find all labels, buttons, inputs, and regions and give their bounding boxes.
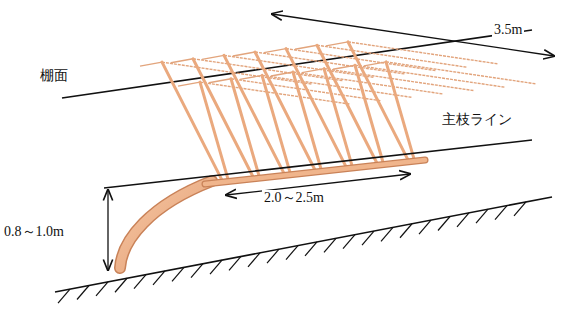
cane-stub: [364, 62, 386, 66]
hatch-stroke: [286, 246, 298, 260]
trunk-outline: [120, 181, 212, 268]
shoot: [293, 72, 321, 169]
hatch-stroke: [172, 267, 184, 281]
lateral-cane: [348, 42, 498, 64]
hatch-stroke: [229, 256, 241, 270]
hatch-stroke: [115, 278, 127, 292]
hatch-stroke: [191, 264, 203, 278]
main-branch-line: [104, 140, 532, 188]
hatch-stroke: [58, 289, 70, 303]
shoot: [355, 65, 383, 162]
cane-stub: [140, 62, 162, 66]
cane-stub: [178, 82, 200, 86]
hatch-stroke: [495, 206, 507, 220]
shoot: [224, 55, 284, 173]
cane-stub: [209, 79, 231, 83]
cane-stub: [171, 59, 193, 63]
dimension-arrow: [272, 14, 554, 56]
cane-stub: [233, 52, 255, 56]
dimension-label: 0.8～1.0m: [2, 224, 66, 240]
hatch-stroke: [305, 242, 317, 256]
hatch-stroke: [400, 224, 412, 238]
hatch-stroke: [457, 213, 469, 227]
shoot: [193, 59, 253, 177]
hatch-stroke: [77, 286, 89, 300]
cane-stub: [271, 72, 293, 76]
hatch-stroke: [134, 275, 146, 289]
dimension-label: 3.5m: [492, 22, 524, 38]
trunk: [120, 181, 212, 268]
hatch-stroke: [514, 202, 526, 216]
hatch-stroke: [438, 216, 450, 230]
shoot: [286, 49, 346, 167]
cane-stub: [333, 65, 355, 69]
hatch-stroke: [362, 231, 374, 245]
lateral-cane: [386, 62, 536, 84]
cane-stub: [295, 45, 317, 49]
cane-stub: [326, 42, 348, 46]
dimension-arrow: [107, 190, 108, 270]
shoot: [231, 79, 259, 176]
cane-stub: [302, 69, 324, 73]
hatch-stroke: [343, 235, 355, 249]
shoot: [162, 62, 222, 180]
shoot: [200, 82, 228, 179]
hatch-stroke: [267, 249, 279, 263]
dimension-label: 2.0～2.5m: [262, 190, 326, 206]
hatch-stroke: [210, 260, 222, 274]
hatch-stroke: [381, 227, 393, 241]
shoot: [262, 75, 290, 172]
shoot: [255, 52, 315, 170]
shoot: [348, 42, 408, 160]
hatch-stroke: [153, 271, 165, 285]
shoot: [386, 62, 414, 159]
dimension-label: 棚面: [38, 68, 70, 84]
cane-stub: [240, 75, 262, 79]
hatch-stroke: [476, 209, 488, 223]
hatch-stroke: [248, 253, 260, 267]
cane-stub: [202, 55, 224, 59]
hatch-stroke: [324, 238, 336, 252]
shoot: [324, 69, 352, 166]
dimension-label: 主枝ライン: [440, 112, 514, 128]
hatch-stroke: [96, 282, 108, 296]
hatch-stroke: [419, 220, 431, 234]
shoots: [140, 42, 536, 180]
shoot: [317, 45, 377, 163]
cane-stub: [264, 49, 286, 53]
